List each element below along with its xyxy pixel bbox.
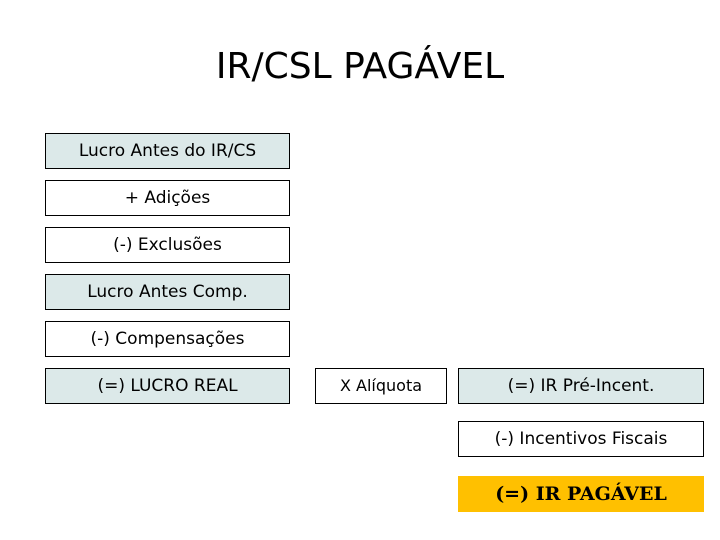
flow-box-adicoes[interactable]: + Adições [45,180,290,216]
flow-box-label: (-) Incentivos Fiscais [494,428,668,449]
flow-box-label: + Adições [124,187,211,208]
flow-box-label: X Alíquota [339,376,423,395]
flow-box-lucro-antes-do-ir-cs[interactable]: Lucro Antes do IR/CS [45,133,290,169]
flow-box-label: (=) LUCRO REAL [97,375,238,396]
flow-box-compensacoes[interactable]: (-) Compensações [45,321,290,357]
flow-box-lucro-real[interactable]: (=) LUCRO REAL [45,368,290,404]
flow-box-ir-pagavel[interactable]: (=) IR PAGÁVEL [458,476,704,512]
flow-box-label: (=) IR Pré-Incent. [507,375,655,396]
flow-box-label: (=) IR PAGÁVEL [495,482,667,505]
flow-box-lucro-antes-comp[interactable]: Lucro Antes Comp. [45,274,290,310]
flow-box-label: (-) Compensações [90,328,245,349]
flow-box-aliquota[interactable]: X Alíquota [315,368,447,404]
flow-box-incentivos-fiscais[interactable]: (-) Incentivos Fiscais [458,421,704,457]
page-title: IR/CSL PAGÁVEL [215,46,505,87]
flow-box-ir-pre-incent[interactable]: (=) IR Pré-Incent. [458,368,704,404]
flow-box-label: (-) Exclusões [113,234,222,255]
flow-box-label: Lucro Antes Comp. [87,281,248,302]
flow-box-exclusoes[interactable]: (-) Exclusões [45,227,290,263]
flow-box-label: Lucro Antes do IR/CS [78,140,257,161]
